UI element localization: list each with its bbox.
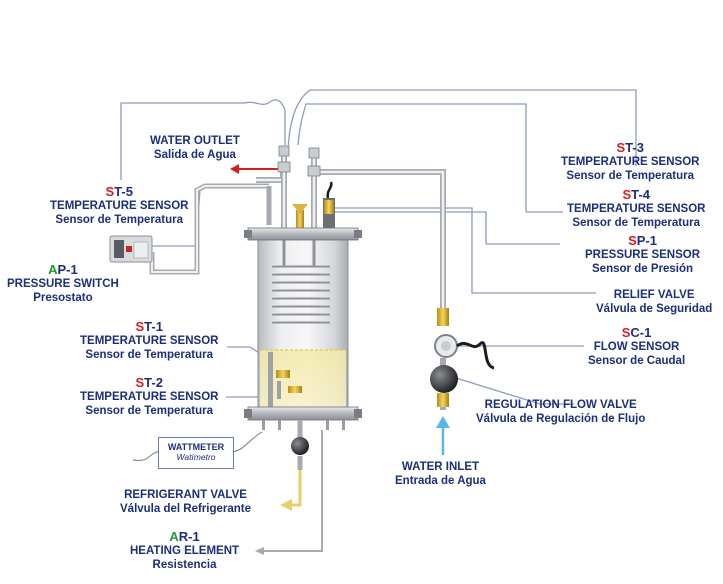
- ap1-label: AP-1 PRESSURE SWITCH Presostato: [7, 262, 119, 305]
- st3-en: TEMPERATURE SENSOR: [561, 156, 700, 168]
- relief-signal-line: [329, 207, 596, 294]
- tank: [244, 227, 362, 430]
- heating-element-arrow: [255, 547, 264, 555]
- st3-tag: ST-3: [616, 140, 644, 155]
- st1-label: ST-1 TEMPERATURE SENSOR Sensor de Temper…: [80, 319, 218, 362]
- wattmeter-es: Watímetro: [176, 452, 216, 462]
- refrigerant-arrow: [292, 470, 302, 507]
- st4-en: TEMPERATURE SENSOR: [567, 203, 706, 215]
- wattmeter-cable: [132, 451, 159, 462]
- st2-en: TEMPERATURE SENSOR: [80, 391, 219, 403]
- sp1-label: SP-1 PRESSURE SENSOR Sensor de Presión: [585, 233, 700, 276]
- st5-label: ST-5 TEMPERATURE SENSOR Sensor de Temper…: [50, 184, 188, 227]
- wattmeter-box: WATTMETER Watímetro: [158, 437, 234, 469]
- ar1-en: HEATING ELEMENT: [130, 545, 240, 557]
- water-inlet-es: Entrada de Agua: [395, 475, 486, 487]
- st1-en: TEMPERATURE SENSOR: [80, 335, 219, 347]
- ar1-label: AR-1 HEATING ELEMENT Resistencia: [130, 529, 239, 572]
- st5-es: Sensor de Temperatura: [55, 214, 184, 226]
- relief-en: RELIEF VALVE: [613, 289, 695, 301]
- st4-es: Sensor de Temperatura: [572, 217, 701, 229]
- top-signal-loop: [287, 89, 637, 166]
- water-inlet-arrow: [436, 416, 450, 455]
- sc1-tag: SC-1: [621, 325, 652, 340]
- water-inlet-en: WATER INLET: [401, 461, 480, 473]
- ap1-es: Presostato: [33, 292, 93, 304]
- st1-tag: ST-1: [135, 319, 163, 334]
- st3-label: ST-3 TEMPERATURE SENSOR Sensor de Temper…: [561, 140, 699, 183]
- cooling-coil: [272, 264, 330, 324]
- st5-signal-line: [120, 99, 286, 180]
- water-outlet-en: WATER OUTLET: [150, 135, 240, 147]
- regvalve-en: REGULATION FLOW VALVE: [484, 399, 637, 411]
- regvalve-es: Válvula de Regulación de Flujo: [476, 413, 646, 425]
- signal-lines: [120, 89, 637, 405]
- st4-tag: ST-4: [622, 187, 650, 202]
- sc1-label: SC-1 FLOW SENSOR Sensor de Caudal: [588, 325, 685, 368]
- probe-cable-2: [297, 103, 563, 213]
- ar1-tag: AR-1: [169, 529, 200, 544]
- ap1-en: PRESSURE SWITCH: [7, 278, 119, 290]
- wattmeter-en: WATTMETER: [167, 442, 225, 452]
- st2-es: Sensor de Temperatura: [85, 405, 214, 417]
- water-outlet-es: Salida de Agua: [153, 149, 236, 161]
- st4-label: ST-4 TEMPERATURE SENSOR Sensor de Temper…: [567, 187, 705, 230]
- refrig-en: REFRIGERANT VALVE: [124, 489, 247, 501]
- sc1-es: Sensor de Caudal: [588, 355, 686, 367]
- flow-sensor: [434, 308, 495, 370]
- st5-tag: ST-5: [105, 184, 133, 199]
- sc1-en: FLOW SENSOR: [593, 341, 680, 353]
- st5-en: TEMPERATURE SENSOR: [50, 200, 189, 212]
- st2-label: ST-2 TEMPERATURE SENSOR Sensor de Temper…: [80, 375, 218, 418]
- sp1-signal-line: [329, 211, 560, 245]
- ar1-es: Resistencia: [152, 559, 217, 571]
- water-inlet-label: WATER INLET Entrada de Agua: [395, 460, 486, 488]
- sp1-en: PRESSURE SENSOR: [585, 249, 701, 261]
- top-fittings: [277, 145, 335, 232]
- refrigerant-valve: [280, 420, 309, 511]
- water-outlet-label: WATER OUTLET Salida de Agua: [150, 134, 240, 162]
- relief-es: Válvula de Seguridad: [596, 303, 713, 315]
- water-outlet-arrow: [230, 164, 280, 174]
- refrigerant-valve-label: REFRIGERANT VALVE Válvula del Refrigeran…: [120, 488, 251, 516]
- sp1-es: Sensor de Presión: [592, 263, 693, 275]
- sp1-tag: SP-1: [628, 233, 657, 248]
- st2-tag: ST-2: [135, 375, 163, 390]
- relief-valve-label: RELIEF VALVE Válvula de Seguridad: [596, 288, 712, 316]
- pressure-switch: [109, 235, 153, 263]
- ap1-tag: AP-1: [48, 262, 78, 277]
- regulation-valve-label: REGULATION FLOW VALVE Válvula de Regulac…: [476, 398, 645, 426]
- st3-es: Sensor de Temperatura: [566, 170, 695, 182]
- regvalve-signal-line: [455, 377, 574, 405]
- st1-es: Sensor de Temperatura: [85, 349, 214, 361]
- refrig-es: Válvula del Refrigerante: [120, 503, 252, 515]
- regulation-flow-valve: [430, 365, 458, 407]
